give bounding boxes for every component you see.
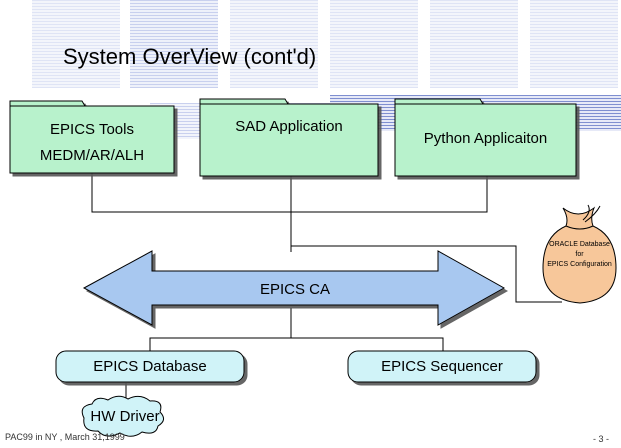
epics-ca-arrow bbox=[82, 250, 506, 326]
hw-driver-cloud bbox=[81, 395, 164, 437]
page-number: - 3 - bbox=[592, 434, 609, 444]
python-application-label: Python Applicaiton bbox=[423, 130, 548, 147]
hw-driver-label: HW Driver bbox=[90, 408, 160, 425]
epics-database-box bbox=[55, 350, 245, 383]
connector-lines bbox=[91, 173, 562, 405]
oracle-label: ORACLE Database for EPICS Configuration bbox=[547, 241, 612, 268]
python-application-folder bbox=[394, 98, 577, 177]
epics-tools-label: EPICS Tools MEDM/AR/ALH bbox=[39, 121, 145, 164]
footer-text: PAC99 in NY , March 31,1999 bbox=[5, 432, 125, 442]
epics-database-label: EPICS Database bbox=[93, 358, 207, 375]
slide-title: System OverView (cont'd) bbox=[63, 44, 317, 69]
background-tile bbox=[230, 0, 318, 88]
epics-tools-folder bbox=[9, 100, 175, 174]
background-tile bbox=[130, 0, 218, 88]
epics-sequencer-box bbox=[347, 350, 537, 383]
bottom-bus-line bbox=[149, 337, 444, 358]
background-tile bbox=[430, 0, 518, 88]
background-tile bbox=[530, 0, 618, 88]
oracle-bag-icon bbox=[542, 204, 617, 304]
oracle-connector bbox=[291, 245, 562, 303]
sad-application-label: SAD Application bbox=[235, 118, 343, 135]
top-bus-line bbox=[91, 173, 488, 213]
background-tile bbox=[330, 0, 418, 88]
epics-sequencer-label: EPICS Sequencer bbox=[381, 358, 503, 375]
sad-application-folder bbox=[199, 98, 379, 177]
background-tile bbox=[32, 0, 120, 88]
epics-ca-label: EPICS CA bbox=[259, 281, 331, 298]
